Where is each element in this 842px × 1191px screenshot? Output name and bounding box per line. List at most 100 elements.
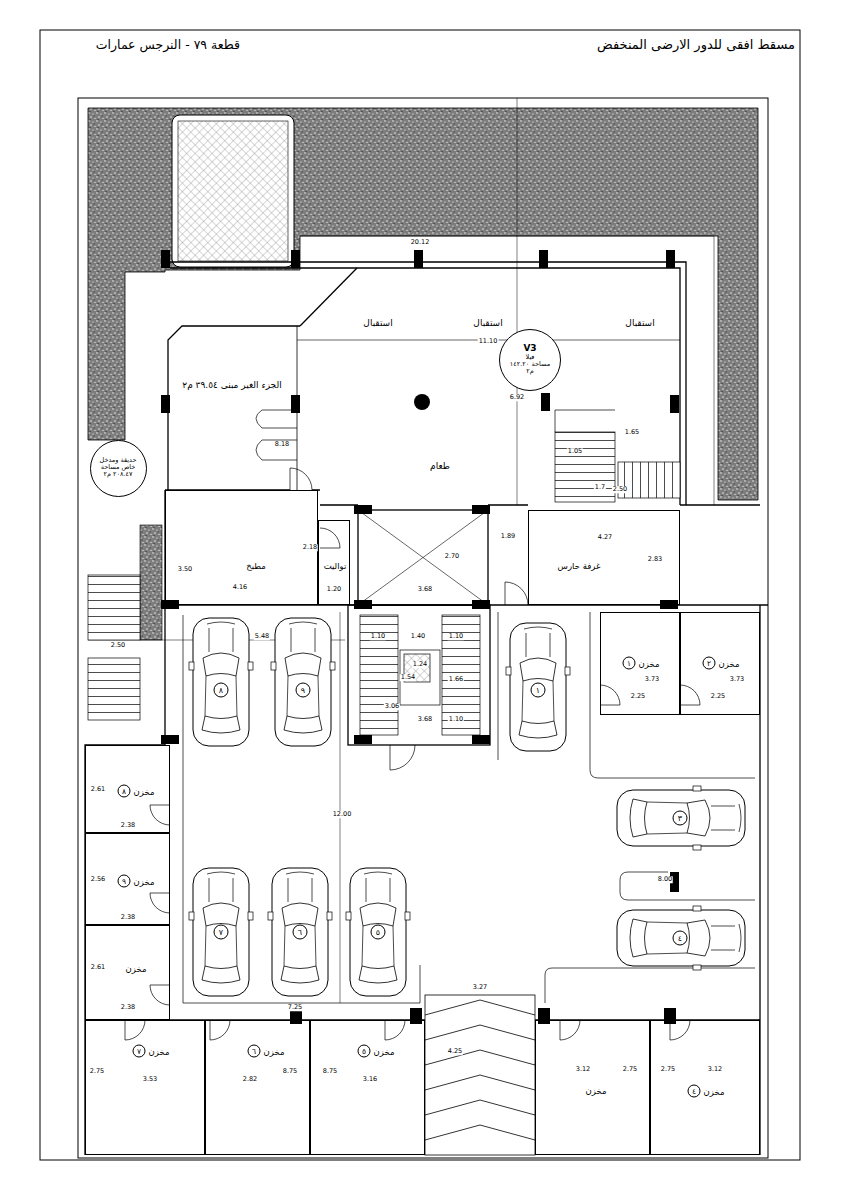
column	[670, 395, 679, 413]
label-group: غرفة حارس	[558, 561, 601, 571]
room-name: V3	[523, 344, 536, 354]
room-name: مخزن	[134, 786, 155, 796]
label-group: مخزن٢	[703, 657, 740, 670]
room-name: مساحة ١٤٢.٢٠ م٢	[507, 361, 553, 375]
page-frame	[78, 98, 768, 1158]
staircase	[555, 410, 615, 432]
column	[472, 735, 490, 744]
label-group: مخزن٨	[118, 785, 155, 798]
grid-line	[517, 98, 518, 505]
door-swing	[125, 468, 700, 1040]
room-name: مخزن	[704, 1086, 725, 1096]
column	[414, 250, 423, 268]
label-group: مخزن٥	[358, 1045, 395, 1058]
dimension: 1.10	[448, 716, 464, 723]
dimension: 8.75	[282, 1068, 298, 1075]
column	[354, 505, 372, 514]
column	[541, 393, 550, 411]
dimension: 3.16	[362, 1076, 378, 1083]
door-swing	[210, 1020, 230, 1040]
dimension: 4.16	[232, 584, 248, 591]
callout-number: ٦	[293, 925, 308, 940]
column	[354, 600, 372, 609]
car-symbol	[268, 868, 332, 996]
dimension: 3.12	[707, 1066, 723, 1073]
dimension: 2.61	[90, 964, 106, 971]
door-swing	[505, 582, 528, 605]
staircase	[555, 432, 615, 502]
staircase	[360, 615, 398, 735]
dimension: 11.10	[478, 338, 499, 345]
villa-tag: V3فيلامساحة ١٤٢.٢٠ م٢	[499, 329, 561, 391]
callout-number: ٢	[703, 657, 716, 670]
label-group: مخزن	[126, 964, 147, 974]
dimension: 3.68	[417, 716, 433, 723]
sliding-door	[256, 410, 297, 460]
label-group: حديقة ومدخل خاص مساحة ٢٠٨.٤٧ م٢	[95, 457, 141, 478]
sliding-door	[256, 410, 297, 460]
parking-curb	[183, 615, 420, 1003]
parking-curb	[545, 968, 755, 1003]
room-name: مخزن	[719, 658, 740, 668]
storage-box: مخزن٦	[205, 1020, 310, 1155]
callout-number: ٧	[214, 925, 229, 940]
car-symbol	[346, 868, 410, 996]
landscape-hatch	[88, 108, 758, 640]
dimension: 3.27	[472, 984, 488, 991]
dimension: 12.00	[332, 811, 353, 818]
storage-box: مخزن٧	[85, 1020, 205, 1155]
door-swing	[125, 1020, 145, 1040]
dimension: 3.73	[644, 676, 660, 683]
column	[472, 600, 490, 609]
staircase	[88, 410, 680, 735]
dimension: 4.27	[597, 534, 613, 541]
dimension: 2.50	[110, 642, 126, 649]
dimension: 3.06	[384, 703, 400, 710]
landscape-hatch	[178, 121, 288, 261]
landscape-hatch	[88, 108, 758, 500]
dimension: 6.92	[509, 394, 525, 401]
label-group: تواليت	[324, 561, 347, 571]
room-name: الجزء الغير مبنى ٣٩.٥٤ م٢	[182, 380, 281, 390]
car-symbol	[189, 618, 745, 996]
callout-number: ٩	[296, 683, 311, 698]
room-name: مطبخ	[246, 561, 266, 571]
dimension: 2.38	[120, 1004, 136, 1011]
column	[666, 250, 675, 268]
car-symbol	[189, 868, 253, 996]
staircase	[400, 650, 440, 705]
dimension: 1.10	[370, 633, 386, 640]
area-circle: حديقة ومدخل خاص مساحة ٢٠٨.٤٧ م٢	[90, 440, 147, 497]
column	[539, 250, 548, 268]
staircase	[442, 615, 480, 735]
dimension: 5.48	[254, 633, 270, 640]
wall	[348, 605, 490, 745]
door-swing	[150, 805, 170, 825]
column	[161, 250, 679, 1024]
callout-number: ٥	[358, 1045, 371, 1058]
dimension: 2.38	[120, 914, 136, 921]
callout-number: ٣	[673, 811, 688, 826]
room-name: مخزن	[374, 1046, 395, 1056]
dimension: 1.89	[500, 533, 516, 540]
room-name: فيلا	[526, 354, 535, 361]
door-swing	[320, 528, 340, 548]
dimension: 2.50	[612, 486, 628, 493]
dimension: 3.68	[417, 586, 433, 593]
label-group: مخزن	[586, 1086, 607, 1096]
room-name: حديقة ومدخل خاص مساحة ٢٠٨.٤٧ م٢	[95, 457, 141, 478]
wall	[168, 326, 300, 490]
callout-number: ٨	[214, 683, 229, 698]
wall	[358, 510, 488, 605]
grid-line	[340, 612, 341, 1003]
label-group: مخزن٦	[248, 1045, 285, 1058]
dimension: 1.24	[412, 661, 428, 668]
room-name: تواليت	[324, 561, 347, 571]
column	[291, 250, 300, 268]
door-swing	[390, 745, 415, 770]
callout-number: ٩	[118, 875, 131, 888]
storage-box: مخزن٥	[310, 1020, 425, 1155]
dimension: 8.18	[274, 441, 290, 448]
callout-number: ٨	[118, 785, 131, 798]
